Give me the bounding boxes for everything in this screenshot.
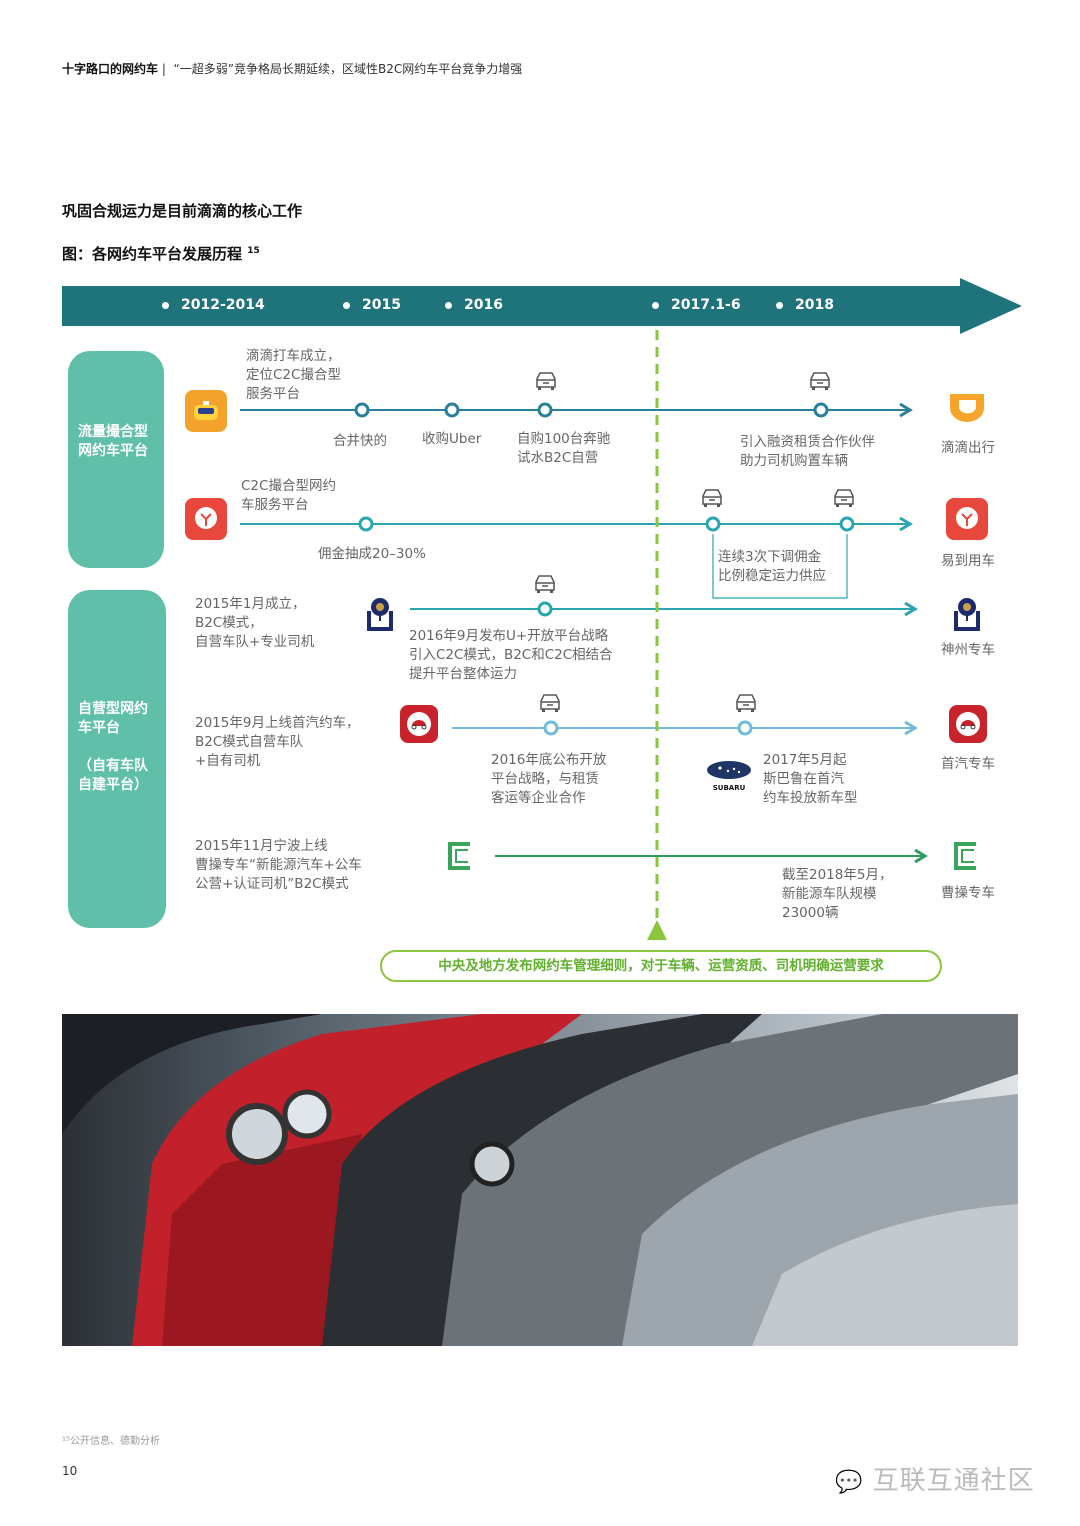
- brand-caocao: 曹操专车: [941, 885, 995, 901]
- footnote-ref: 15: [247, 246, 260, 256]
- header-section: 十字路口的网约车: [62, 62, 159, 76]
- timeline-lines: [240, 330, 928, 940]
- subaru-logo: SUBARU: [706, 760, 752, 792]
- panel-sublabel: （自有车队自建平台）: [78, 758, 148, 793]
- panel-label: 流量撮合型网约车平台: [78, 424, 148, 459]
- year-label: 2017.1-6: [652, 297, 741, 313]
- caocao-app-icon: [448, 842, 470, 870]
- panel-label: 自营型网约车平台: [78, 701, 148, 736]
- event-benz-b2c: 自购100台奔驰试水B2C自营: [517, 431, 611, 466]
- shenzhou-app-icon: [367, 597, 393, 631]
- event-uplus: 2016年9月发布U+开放平台战略引入C2C模式，B2C和C2C相结合提升平台整…: [409, 628, 613, 682]
- year-label: 2018: [776, 297, 834, 313]
- wechat-icon: 💬: [835, 1470, 864, 1495]
- didi-taxi-app-icon: [185, 390, 227, 432]
- watermark: 💬 互联互通社区: [835, 1460, 1035, 1497]
- figure-title: 图：各网约车平台发展历程 15: [62, 243, 260, 264]
- panel-self-operated: 自营型网约车平台 （自有车队自建平台）: [68, 590, 166, 928]
- page-number: 10: [62, 1464, 78, 1478]
- bracket: [712, 534, 848, 599]
- caocao-logo-icon: [954, 842, 976, 870]
- header-sep: |: [161, 62, 166, 76]
- didi-intro: 滴滴打车成立，定位C2C撮合型服务平台: [246, 348, 341, 402]
- event-subaru: 2017年5月起斯巴鲁在首汽约车投放新车型: [763, 752, 858, 806]
- timeline-banner-arrow: [62, 278, 1022, 334]
- figure-title-text: 图：各网约车平台发展历程: [62, 245, 243, 263]
- event-commission: 佣金抽成20–30%: [318, 546, 426, 562]
- running-header: 十字路口的网约车 | “一超多弱”竞争格局长期延续，区域性B2C网约车平台竞争力…: [62, 60, 522, 77]
- brand-didi: 滴滴出行: [941, 440, 995, 456]
- event-acquire-uber: 收购Uber: [422, 431, 482, 447]
- watermark-text: 互联互通社区: [872, 1466, 1035, 1496]
- yidao-app-icon: [185, 498, 227, 540]
- event-commission-cut: 连续3次下调佣金比例稳定运力供应: [718, 549, 826, 584]
- year-label: 2015: [343, 297, 401, 313]
- didi-logo-icon: [950, 394, 984, 422]
- yidao-logo-icon: [946, 498, 988, 540]
- caocao-intro: 2015年11月宁波上线曹操专车“新能源汽车+公车公营+认证司机”B2C模式: [195, 838, 362, 892]
- policy-note: 中央及地方发布网约车管理细则，对于车辆、运营资质、司机明确运营要求: [380, 950, 942, 982]
- cars-photo: [62, 1014, 1018, 1346]
- event-leasing-partners: 引入融资租赁合作伙伴助力司机购置车辆: [740, 434, 875, 469]
- yidao-intro: C2C撮合型网约车服务平台: [241, 478, 336, 513]
- shenzhou-intro: 2015年1月成立，B2C模式，自营车队+专业司机: [195, 596, 315, 650]
- brand-shouqi: 首汽专车: [941, 756, 995, 772]
- footnote: ¹⁵公开信息、德勤分析: [62, 1436, 161, 1447]
- policy-arrowhead: [647, 920, 667, 940]
- header-subtitle: “一超多弱”竞争格局长期延续，区域性B2C网约车平台竞争力增强: [173, 62, 523, 76]
- event-merge-kuaidi: 合并快的: [333, 433, 387, 449]
- shenzhou-logo-icon: [954, 597, 980, 631]
- brand-yidao: 易到用车: [941, 553, 995, 569]
- year-label: 2016: [445, 297, 503, 313]
- shouqi-intro: 2015年9月上线首汽约车，B2C模式自营车队+自有司机: [195, 715, 360, 769]
- subaru-text: SUBARU: [712, 784, 746, 792]
- event-open-platform: 2016年底公布开放平台战略，与租赁客运等企业合作: [491, 752, 607, 806]
- brand-shenzhou: 神州专车: [941, 642, 995, 658]
- panel-match-platform: 流量撮合型网约车平台: [68, 351, 164, 568]
- year-label: 2012-2014: [162, 297, 265, 313]
- section-heading: 巩固合规运力是目前滴滴的核心工作: [62, 202, 303, 220]
- shouqi-app-icon: [400, 705, 438, 743]
- shouqi-logo-icon: [949, 705, 987, 743]
